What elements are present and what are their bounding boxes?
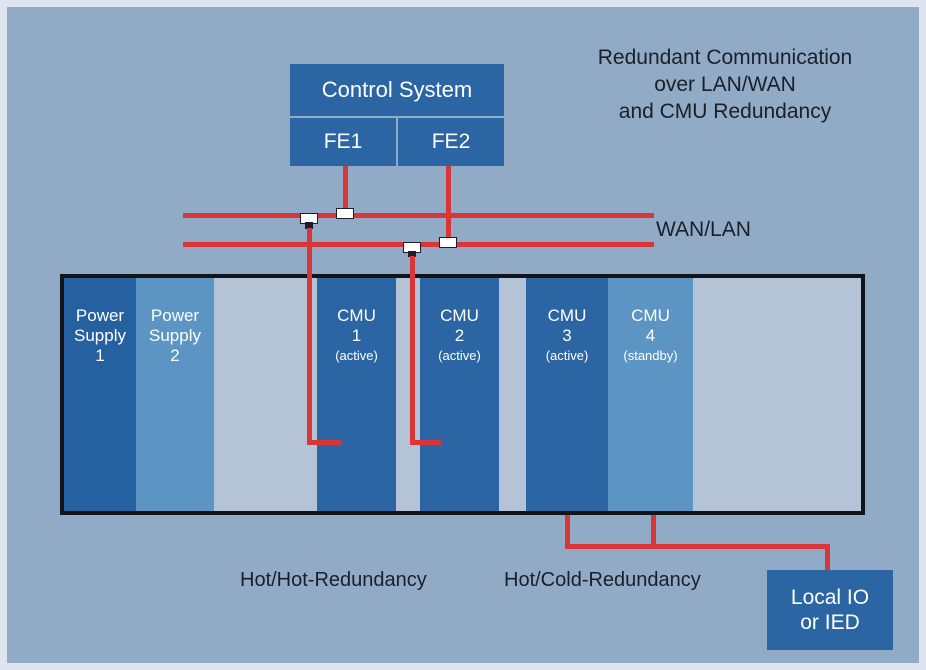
hot-cold-redundancy-label: Hot/Cold-Redundancy	[504, 569, 701, 591]
cmu-3-number: 3	[562, 326, 572, 345]
cmu3-local-wire	[565, 515, 570, 549]
cmu-3: CMU 3 (active)	[526, 278, 608, 511]
cmu2-tee-stem	[408, 251, 416, 257]
cmu-3-name: CMU	[547, 306, 587, 325]
fe1-box: FE1	[290, 118, 396, 166]
cmu-4-state: (standby)	[623, 348, 678, 363]
cmu-4-name: CMU	[631, 306, 670, 325]
power-supply-2-line2: Supply	[149, 326, 201, 345]
cmu-2-number: 2	[454, 326, 465, 345]
power-supply-2: Power Supply 2	[136, 278, 214, 511]
fe2-label: FE2	[431, 130, 471, 153]
power-supply-1-line2: Supply	[74, 326, 126, 345]
power-supply-1-line3: 1	[95, 346, 105, 365]
cmu-1-state: (active)	[335, 348, 378, 363]
cmu2-feed-wire	[410, 440, 441, 445]
title-line-3: and CMU Redundancy	[618, 100, 832, 123]
local-bus-wire	[565, 544, 830, 549]
power-supply-2-line3: 2	[170, 346, 180, 365]
fe2-uplink	[446, 166, 451, 244]
fe1-tee-connector	[336, 208, 354, 219]
cmu-1-name: CMU	[337, 306, 376, 325]
fe2-tee-connector	[439, 237, 457, 248]
fe2-box: FE2	[398, 118, 504, 166]
cmu-4-number: 4	[645, 326, 656, 345]
power-supply-1: Power Supply 1	[64, 278, 136, 511]
cmu-2-name: CMU	[440, 306, 479, 325]
cmu-3-state: (active)	[545, 348, 589, 363]
local-io-drop-wire	[825, 544, 830, 570]
cmu1-tee-stem	[305, 222, 313, 229]
power-supply-1-line1: Power	[75, 306, 125, 325]
fe1-uplink	[343, 166, 348, 215]
cmu-2: CMU 2 (active)	[420, 278, 499, 511]
control-system-label: Control System	[321, 77, 473, 102]
cmu4-local-wire	[651, 515, 656, 549]
cmu-4: CMU 4 (standby)	[608, 278, 693, 511]
cmu-1: CMU 1 (active)	[317, 278, 396, 511]
cmu1-drop-wire	[307, 228, 312, 445]
hot-hot-redundancy-label: Hot/Hot-Redundancy	[240, 569, 427, 591]
title-line-1: Redundant Communication	[597, 46, 853, 69]
diagram-title: Redundant Communication over LAN/WAN and…	[560, 44, 890, 125]
network-line-upper	[183, 213, 654, 218]
power-supply-2-line1: Power	[150, 306, 200, 325]
local-io-box: Local IO or IED	[767, 570, 893, 650]
fe1-label: FE1	[323, 130, 363, 153]
network-label: WAN/LAN	[656, 218, 751, 241]
local-io-line1: Local IO	[790, 586, 870, 609]
local-io-line2: or IED	[800, 611, 860, 634]
title-line-2: over LAN/WAN	[654, 73, 796, 96]
cmu-2-state: (active)	[438, 348, 481, 363]
cmu-1-number: 1	[351, 326, 362, 345]
cmu2-drop-wire	[410, 256, 415, 445]
control-system-box: Control System	[290, 64, 504, 116]
cmu1-feed-wire	[307, 440, 341, 445]
